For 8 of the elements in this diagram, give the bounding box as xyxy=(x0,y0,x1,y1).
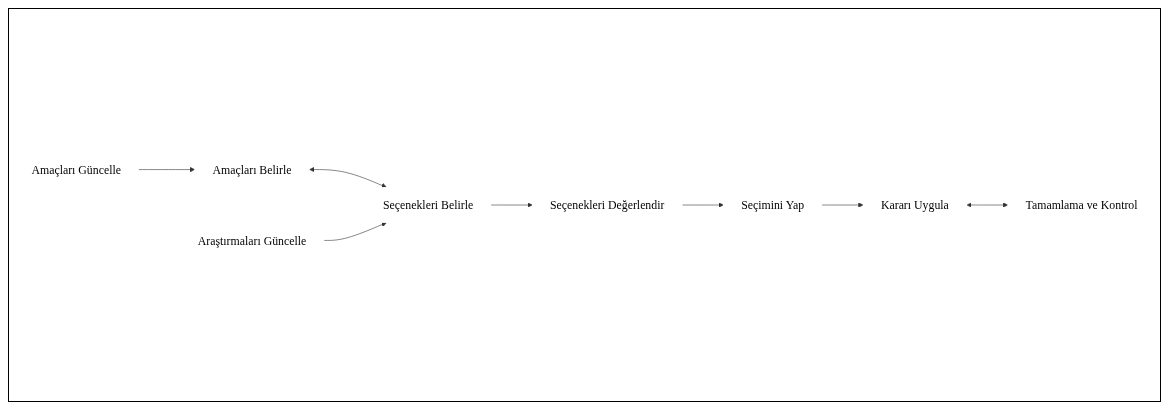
node-text: Amaçları Güncelle xyxy=(31,163,121,177)
node-text: Seçenekleri Değerlendir xyxy=(549,198,665,212)
node-text: Amaçları Belirle xyxy=(212,163,292,177)
node-text: Seçenekleri Belirle xyxy=(383,198,474,212)
node-text: Tamamlama ve Kontrol xyxy=(1025,198,1138,212)
node-text: Araştırmaları Güncelle xyxy=(197,233,307,247)
node-text: Kararı Uygula xyxy=(880,198,949,212)
node-text: Seçimini Yap xyxy=(741,198,805,212)
